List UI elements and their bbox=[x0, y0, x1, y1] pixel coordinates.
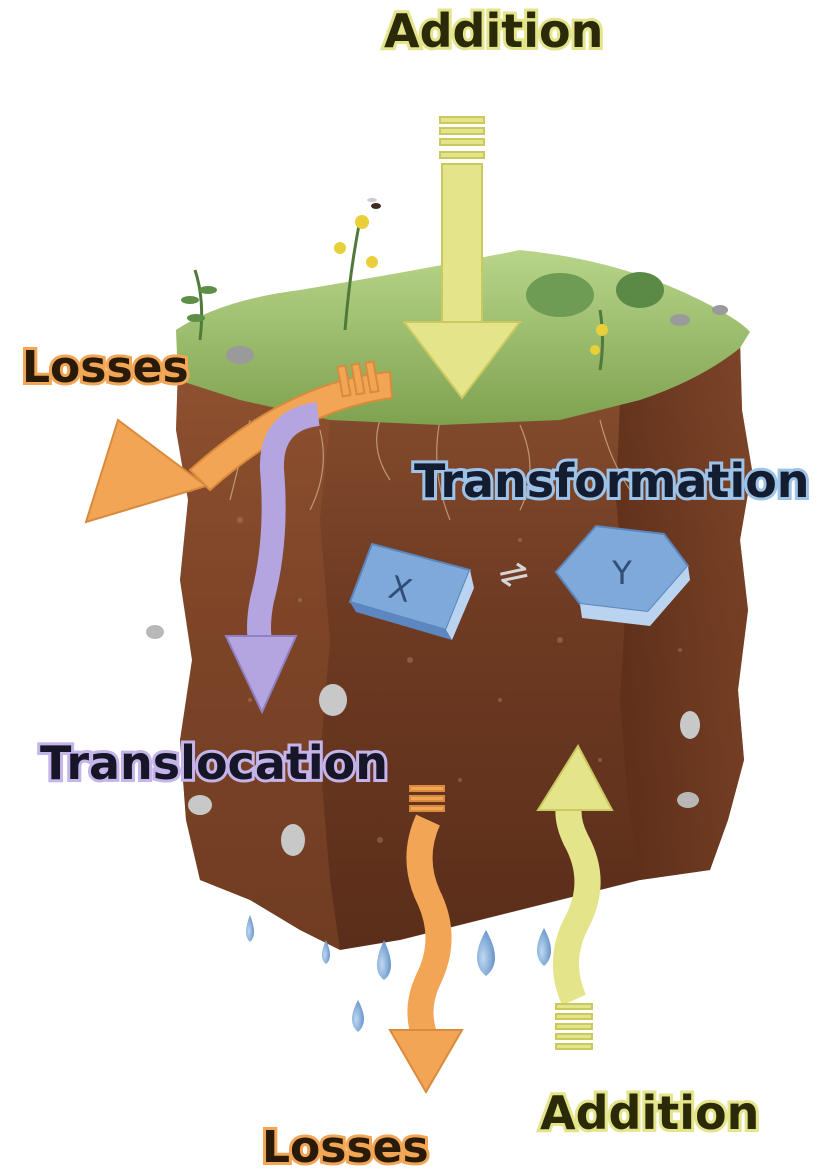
losses-label-left: Losses bbox=[22, 346, 189, 390]
insect-icon bbox=[367, 198, 381, 209]
transformation-label: Transformation bbox=[414, 458, 810, 504]
losses-label-bottom: Losses bbox=[262, 1126, 429, 1170]
addition-label-top: Addition bbox=[384, 8, 603, 54]
addition-label-bottom: Addition bbox=[540, 1090, 759, 1136]
y-block-label: Y bbox=[611, 554, 632, 592]
translocation-label: Translocation bbox=[40, 740, 388, 786]
